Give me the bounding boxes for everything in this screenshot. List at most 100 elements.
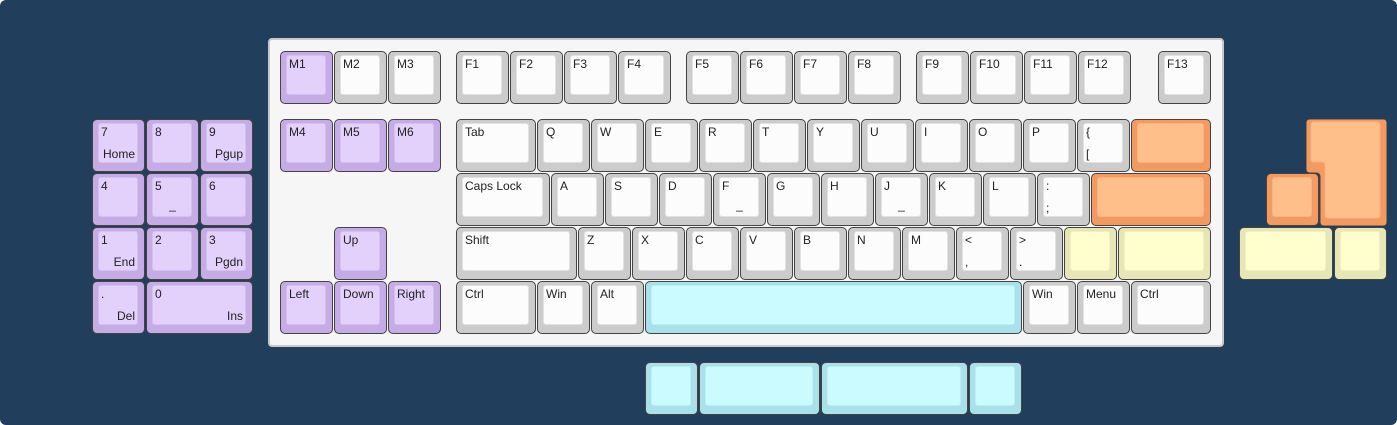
key-m1[interactable]: M1 <box>280 51 333 104</box>
key-legend: H <box>830 179 839 193</box>
key-legend: D <box>668 179 677 193</box>
key-f1[interactable]: F1 <box>456 51 509 104</box>
key-period[interactable]: >. <box>1010 227 1063 280</box>
key-yellow-alt-b[interactable] <box>1334 227 1387 280</box>
key-caps-lock[interactable]: Caps Lock <box>456 173 550 226</box>
key-j[interactable]: J_ <box>875 173 928 226</box>
key-h[interactable]: H <box>821 173 874 226</box>
key-tab[interactable]: Tab <box>456 119 536 172</box>
key-f[interactable]: F_ <box>713 173 766 226</box>
key-f10[interactable]: F10 <box>970 51 1023 104</box>
key-z[interactable]: Z <box>578 227 631 280</box>
key-n[interactable]: N <box>848 227 901 280</box>
key-p[interactable]: P <box>1023 119 1076 172</box>
key-l[interactable]: L <box>983 173 1036 226</box>
key-s[interactable]: S <box>605 173 658 226</box>
key-legend: F2 <box>519 57 534 71</box>
key-e[interactable]: E <box>645 119 698 172</box>
key-u[interactable]: U <box>861 119 914 172</box>
key-comma[interactable]: <, <box>956 227 1009 280</box>
key-numpad-dot[interactable]: .Del <box>92 281 145 334</box>
key-f2[interactable]: F2 <box>510 51 563 104</box>
key-f4[interactable]: F4 <box>618 51 671 104</box>
key-colon[interactable]: :; <box>1037 173 1090 226</box>
key-legend: X <box>641 233 650 247</box>
key-legend: M3 <box>397 57 414 71</box>
key-v[interactable]: V <box>740 227 793 280</box>
key-d[interactable]: D <box>659 173 712 226</box>
key-left-win[interactable]: Win <box>537 281 590 334</box>
key-cyan-alt-2[interactable] <box>699 362 820 415</box>
key-f3[interactable]: F3 <box>564 51 617 104</box>
key-left-alt[interactable]: Alt <box>591 281 644 334</box>
key-numpad-2[interactable]: 2 <box>146 227 199 280</box>
key-yellow-row3-b[interactable] <box>1118 227 1211 280</box>
key-q[interactable]: Q <box>537 119 590 172</box>
key-orange-row2[interactable] <box>1091 173 1211 226</box>
key-orange-alt[interactable] <box>1266 173 1319 226</box>
key-m2[interactable]: M2 <box>334 51 387 104</box>
key-i[interactable]: I <box>915 119 968 172</box>
key-g[interactable]: G <box>767 173 820 226</box>
key-legend: 5 <box>155 179 162 193</box>
key-numpad-8[interactable]: 8 <box>146 119 199 172</box>
key-o[interactable]: O <box>969 119 1022 172</box>
key-orange-row1[interactable] <box>1131 119 1211 172</box>
key-a[interactable]: A <box>551 173 604 226</box>
key-legend: Caps Lock <box>465 179 522 193</box>
key-f13[interactable]: F13 <box>1158 51 1211 104</box>
key-m4[interactable]: M4 <box>280 119 333 172</box>
key-f9[interactable]: F9 <box>916 51 969 104</box>
key-c[interactable]: C <box>686 227 739 280</box>
key-k[interactable]: K <box>929 173 982 226</box>
key-f12[interactable]: F12 <box>1078 51 1131 104</box>
key-m[interactable]: M <box>902 227 955 280</box>
key-legend: O <box>978 125 988 139</box>
key-legend: ; <box>1046 201 1050 215</box>
key-legend: Up <box>343 233 359 247</box>
key-yellow-row3-a[interactable] <box>1064 227 1117 280</box>
key-up[interactable]: Up <box>334 227 387 280</box>
key-cyan-alt-4[interactable] <box>969 362 1022 415</box>
key-b[interactable]: B <box>794 227 847 280</box>
key-y[interactable]: Y <box>807 119 860 172</box>
key-f11[interactable]: F11 <box>1024 51 1077 104</box>
key-w[interactable]: W <box>591 119 644 172</box>
key-legend: F6 <box>749 57 764 71</box>
key-f7[interactable]: F7 <box>794 51 847 104</box>
key-legend: _ <box>169 198 176 212</box>
key-t[interactable]: T <box>753 119 806 172</box>
key-f6[interactable]: F6 <box>740 51 793 104</box>
key-f5[interactable]: F5 <box>686 51 739 104</box>
key-numpad-4[interactable]: 4 <box>92 173 145 226</box>
key-m5[interactable]: M5 <box>334 119 387 172</box>
key-numpad-6[interactable]: 6 <box>200 173 253 226</box>
key-cyan-alt-3[interactable] <box>821 362 968 415</box>
key-r[interactable]: R <box>699 119 752 172</box>
key-legend: F1 <box>465 57 480 71</box>
key-x[interactable]: X <box>632 227 685 280</box>
key-menu[interactable]: Menu <box>1077 281 1130 334</box>
key-shift[interactable]: Shift <box>456 227 577 280</box>
key-legend: 3 <box>209 233 216 247</box>
key-right[interactable]: Right <box>388 281 441 334</box>
key-m6[interactable]: M6 <box>388 119 441 172</box>
key-left-brace[interactable]: {[ <box>1077 119 1130 172</box>
key-left[interactable]: Left <box>280 281 333 334</box>
key-yellow-alt-a[interactable] <box>1239 227 1333 280</box>
key-cyan-alt-1[interactable] <box>645 362 698 415</box>
key-m3[interactable]: M3 <box>388 51 441 104</box>
key-down[interactable]: Down <box>334 281 387 334</box>
key-spacebar[interactable] <box>645 281 1022 334</box>
key-f8[interactable]: F8 <box>848 51 901 104</box>
key-iso-enter[interactable] <box>1306 119 1387 226</box>
key-numpad-5[interactable]: 5_ <box>146 173 199 226</box>
key-left-ctrl[interactable]: Ctrl <box>456 281 536 334</box>
key-right-ctrl[interactable]: Ctrl <box>1131 281 1211 334</box>
key-right-win[interactable]: Win <box>1023 281 1076 334</box>
